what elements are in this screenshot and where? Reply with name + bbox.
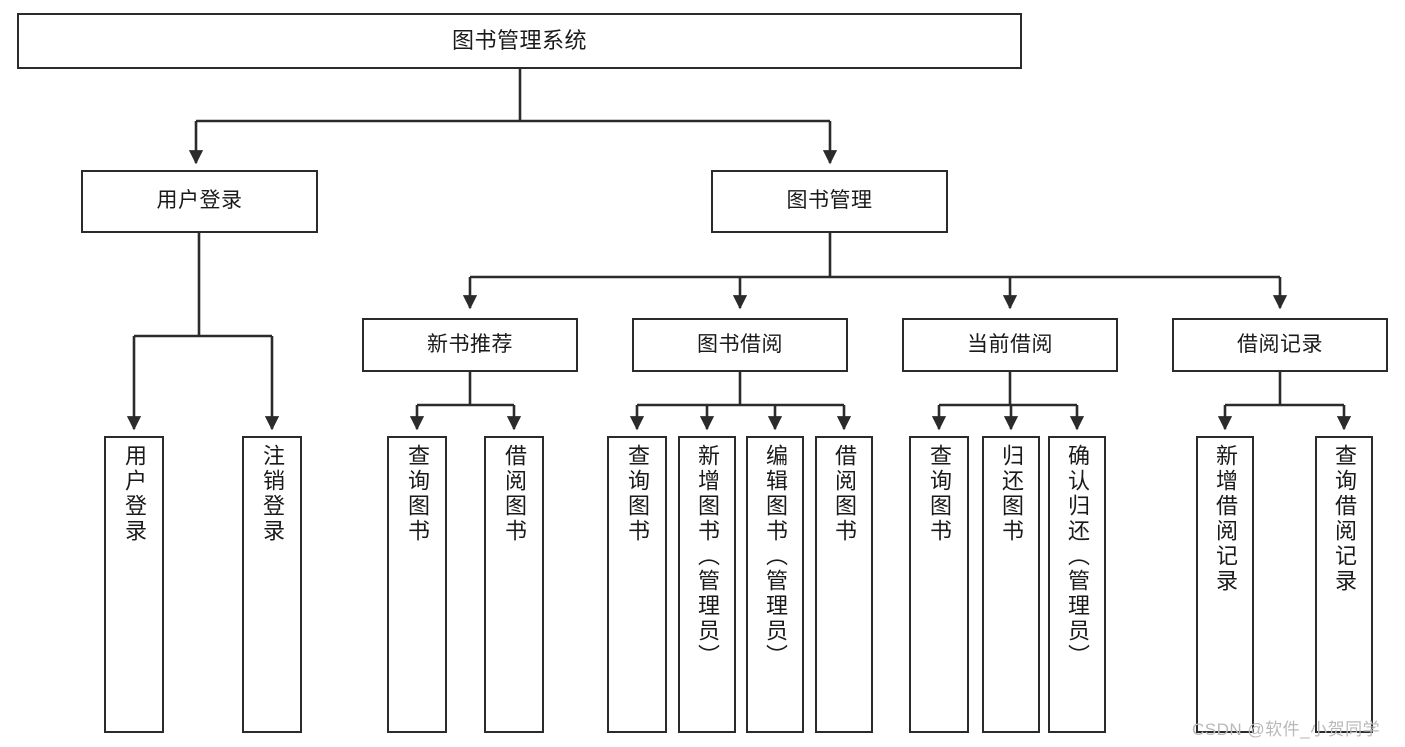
node-label: 注销登录 [260,444,285,544]
node-label: 归还图书 [999,444,1024,544]
node-current-borrow[interactable]: 当前借阅 [902,318,1118,372]
leaf-user-login-logout[interactable]: 注销登录 [242,436,302,733]
node-label: 编辑图书（管理员） [763,444,788,669]
node-label: 当前借阅 [967,332,1053,356]
leaf-book-borrow-add-book-admin[interactable]: 新增图书（管理员） [678,436,736,733]
node-label: 新书推荐 [427,332,513,356]
node-label: 用户登录 [122,444,147,544]
node-book-management[interactable]: 图书管理 [711,170,948,233]
leaf-user-login-login[interactable]: 用户登录 [104,436,164,733]
node-label: 借阅图书 [832,444,857,544]
leaf-book-borrow-borrow-books[interactable]: 借阅图书 [815,436,873,733]
node-label: 新增图书（管理员） [695,444,720,669]
node-root-book-management-system[interactable]: 图书管理系统 [17,13,1022,69]
node-borrow-record[interactable]: 借阅记录 [1172,318,1388,372]
node-label: 图书管理 [786,189,873,213]
node-label: 查询图书 [625,444,650,544]
node-label: 借阅图书 [502,444,527,544]
node-label: 查询借阅记录 [1332,444,1357,594]
node-label: 图书借阅 [697,332,783,356]
leaf-new-book-query-books[interactable]: 查询图书 [387,436,447,733]
node-label: 借阅记录 [1237,332,1323,356]
node-label: 新增借阅记录 [1213,444,1238,594]
node-label: 查询图书 [927,444,952,544]
leaf-current-borrow-query-books[interactable]: 查询图书 [909,436,969,733]
leaf-book-borrow-query-books[interactable]: 查询图书 [607,436,667,733]
csdn-watermark: CSDN @软件_小贺同学 [1192,720,1381,739]
node-book-borrow[interactable]: 图书借阅 [632,318,848,372]
node-user-login[interactable]: 用户登录 [81,170,318,233]
node-label: 查询图书 [405,444,430,544]
leaf-new-book-borrow-books[interactable]: 借阅图书 [484,436,544,733]
node-label: 确认归还（管理员） [1065,444,1090,669]
leaf-current-borrow-return-books[interactable]: 归还图书 [982,436,1040,733]
leaf-current-borrow-confirm-return-admin[interactable]: 确认归还（管理员） [1048,436,1106,733]
leaf-book-borrow-edit-book-admin[interactable]: 编辑图书（管理员） [746,436,804,733]
leaf-borrow-record-add-record[interactable]: 新增借阅记录 [1196,436,1254,733]
node-new-book-recommend[interactable]: 新书推荐 [362,318,578,372]
node-label: 图书管理系统 [451,28,587,54]
leaf-borrow-record-query-record[interactable]: 查询借阅记录 [1315,436,1373,733]
node-label: 用户登录 [156,189,243,213]
